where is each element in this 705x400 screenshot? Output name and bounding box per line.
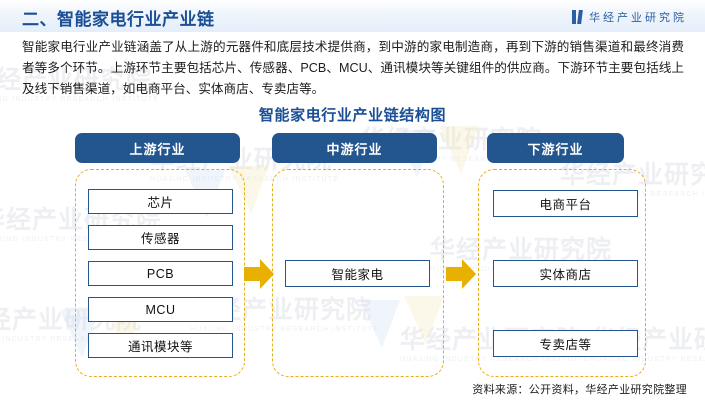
column-header-midstream[interactable]: 中游行业	[272, 133, 437, 163]
brand-logo-text: 华经产业研究院	[589, 12, 687, 24]
node-upstream-5[interactable]: 通讯模块等	[88, 333, 233, 358]
column-header-downstream[interactable]: 下游行业	[487, 133, 624, 163]
node-upstream-3[interactable]: PCB	[88, 261, 233, 286]
column-header-upstream[interactable]: 上游行业	[75, 133, 240, 163]
node-upstream-1[interactable]: 芯片	[88, 189, 233, 214]
arrow-right-icon	[244, 259, 274, 289]
node-downstream-1[interactable]: 电商平台	[493, 190, 638, 217]
arrow-right-icon	[446, 259, 476, 289]
node-upstream-4[interactable]: MCU	[88, 297, 233, 322]
book-mark-icon	[572, 10, 583, 24]
node-downstream-3[interactable]: 专卖店等	[493, 330, 638, 357]
downstream-group-container	[478, 169, 646, 377]
page-header: 二、智能家电行业产业链 华经产业研究院	[0, 0, 705, 32]
node-downstream-2[interactable]: 实体商店	[493, 260, 638, 287]
node-midstream-1[interactable]: 智能家电	[285, 260, 430, 287]
page-title: 二、智能家电行业产业链	[22, 10, 215, 29]
intro-paragraph: 智能家电行业产业链涵盖了从上游的元器件和底层技术提供商，到中游的家电制造商，再到…	[22, 40, 684, 96]
brand-logo: 华经产业研究院	[572, 9, 687, 25]
chart-title: 智能家电行业产业链结构图	[258, 107, 447, 124]
source-note: 资料来源：公开资料，华经产业研究院整理	[472, 384, 687, 396]
node-upstream-2[interactable]: 传感器	[88, 225, 233, 250]
